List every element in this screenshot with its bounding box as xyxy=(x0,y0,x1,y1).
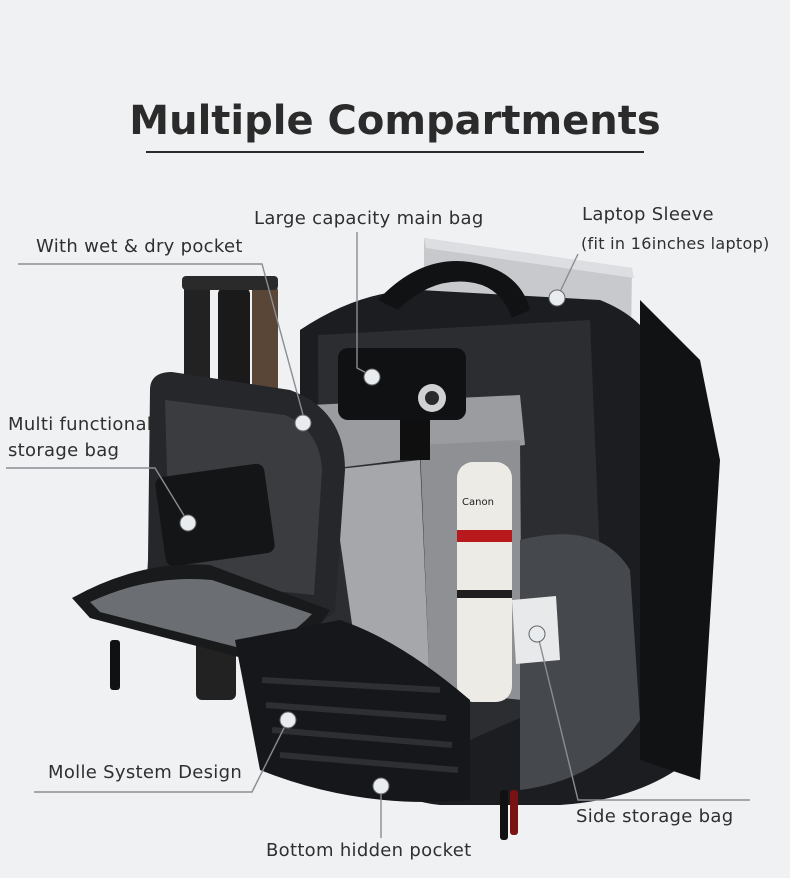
page-title: Multiple Compartments xyxy=(129,98,661,144)
tripod-image xyxy=(182,276,278,700)
callout-multi-functional-line1: Multi functional xyxy=(8,414,153,435)
callout-main-bag: Large capacity main bag xyxy=(254,208,484,229)
svg-text:Canon: Canon xyxy=(462,497,494,508)
title-underline xyxy=(146,151,644,153)
callout-dots xyxy=(179,289,566,795)
callout-wet-dry-pocket: With wet & dry pocket xyxy=(36,236,243,257)
callout-laptop-note: (fit in 16inches laptop) xyxy=(581,234,770,253)
callout-multi-functional-line2: storage bag xyxy=(8,440,120,461)
front-flap xyxy=(72,372,518,840)
callout-laptop-sleeve: Laptop Sleeve xyxy=(582,204,714,225)
callout-molle-system: Molle System Design xyxy=(48,762,243,783)
callout-side-storage: Side storage bag xyxy=(576,806,734,827)
callout-bottom-pocket: Bottom hidden pocket xyxy=(266,840,472,861)
